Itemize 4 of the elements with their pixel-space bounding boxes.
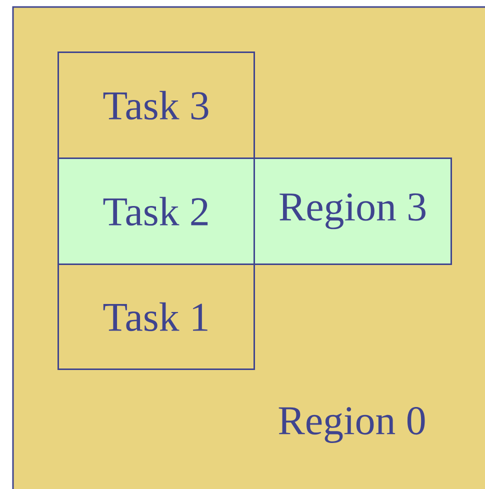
region-box: Region 3 [254, 158, 452, 265]
task-box: Task 1 [58, 264, 255, 370]
task-box: Task 2 [58, 158, 255, 265]
task-box: Task 3 [58, 52, 255, 159]
